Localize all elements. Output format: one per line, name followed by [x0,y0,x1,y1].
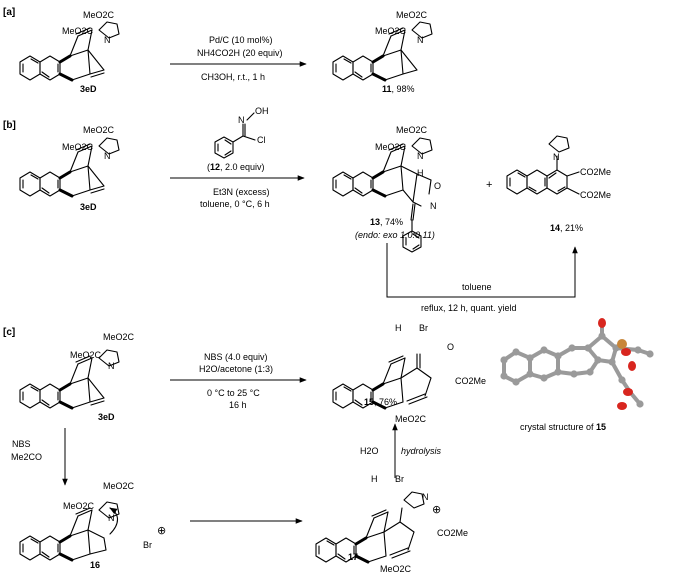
c-solvent: H2O/acetone (1:3) [199,364,273,374]
c-16-ester-left: MeO2C [63,501,95,511]
c-17-label: 17 [348,552,358,562]
structure-3eD-c [18,349,120,410]
b-13-n2: N [430,201,437,211]
a-start-ester-left: MeO2C [62,26,94,36]
c-17-br: Br [395,474,404,484]
c-17-plus: ⊕ [432,504,441,516]
b-plus: + [486,179,492,191]
oxygen-atom [623,388,633,396]
b-13-label: 13, 74% [370,217,403,227]
structure-14 [506,135,580,195]
structure-17 [314,491,425,564]
c-16-n: N [108,513,115,523]
oxygen-atom [621,348,631,356]
c-down-reagent: NBS [12,439,31,449]
b-start-n: N [104,151,111,161]
b-conversion-conditions: reflux, 12 h, quant. yield [421,303,517,313]
c-16-plus: ⊕ [157,525,166,537]
a-reagent2: NH4CO2H (20 equiv) [197,48,283,58]
crystal-caption: crystal structure of 15 [520,422,606,432]
structure-16 [18,501,120,562]
c-start-ester-top: MeO2C [103,332,135,342]
b-13-ester-left: MeO2C [375,142,407,152]
c-start-label: 3eD [98,412,115,422]
c-15-label: 15, 76% [364,397,397,407]
b-conditions: toluene, 0 °C, 6 h [200,199,270,209]
c-17-ester-right: CO2Me [437,528,468,538]
c-hydrolysis-water: H2O [360,446,379,456]
b-13-n: N [417,151,424,161]
c-start-ester-left: MeO2C [70,350,102,360]
a-reagent: Pd/C (10 mol%) [209,35,273,45]
oxygen-atom [628,361,636,371]
b-14-n: N [553,152,560,162]
c-temp: 0 °C to 25 °C [207,388,260,398]
a-start-n: N [104,35,111,45]
structure-12 [214,123,256,159]
b-conversion-solvent: toluene [462,282,492,292]
c-17-n: N [422,492,429,502]
structure-3eD-b [18,137,120,198]
c-15-br: Br [419,323,428,333]
b-reagent-n: N [238,115,245,125]
b-reagent-no-bond [246,112,255,121]
structure-11 [331,21,433,82]
a-start-label: 3eD [80,84,97,94]
c-start-n: N [108,361,115,371]
a-product-ester-left: MeO2C [375,26,407,36]
structure-15 [331,353,432,410]
b-reagent-cl: Cl [257,135,266,145]
b-conversion-arrow [386,243,578,298]
c-17-ester-bottom: MeO2C [380,564,412,573]
crystal-structure-15 [500,318,654,410]
panel-c-tag: [c] [3,327,15,338]
c-hydrolysis-label: hydrolysis [401,446,442,456]
carbon-atoms [500,332,654,408]
oxygen-atom [617,402,627,410]
structure-13 [331,137,433,253]
bromine-atom [617,339,627,349]
b-reagent-amount: (12, 2.0 equiv) [207,162,265,172]
panel-a-tag: [a] [3,7,15,18]
b-start-ester-top: MeO2C [83,125,115,135]
b-14-ester2: CO2Me [580,190,611,200]
b-13-o: O [434,181,441,191]
b-13-ester-top: MeO2C [396,125,428,135]
a-product-ester-top: MeO2C [396,10,428,20]
c-15-ester-bottom: MeO2C [395,414,427,424]
c-time: 16 h [229,400,247,410]
a-product-n: N [417,35,424,45]
c-down-solvent: Me2CO [11,452,42,462]
c-15-h: H [395,323,402,333]
b-13-ratio: (endo: exo 1.0:0.11) [355,230,435,240]
a-product-label: 11, 98% [382,84,415,94]
structure-3eD-a [18,21,120,82]
b-14-ester1: CO2Me [580,167,611,177]
b-start-ester-left: MeO2C [62,142,94,152]
b-14-label: 14, 21% [550,223,583,233]
c-15-ester-right: CO2Me [455,376,486,386]
c-16-ester-top: MeO2C [103,481,135,491]
c-17-h: H [371,474,378,484]
c-16-label: 16 [90,560,100,570]
a-start-ester-top: MeO2C [83,10,115,20]
b-13-h: H [417,168,424,178]
oxygen-atom [598,318,606,328]
b-start-label: 3eD [80,202,97,212]
c-15-o: O [447,342,454,352]
a-conditions: CH3OH, r.t., 1 h [201,72,265,82]
c-reagent: NBS (4.0 equiv) [204,352,268,362]
panel-b-tag: [b] [3,120,16,131]
c-16-br: Br [143,540,152,550]
b-base: Et3N (excess) [213,187,270,197]
b-reagent-oh: OH [255,106,269,116]
